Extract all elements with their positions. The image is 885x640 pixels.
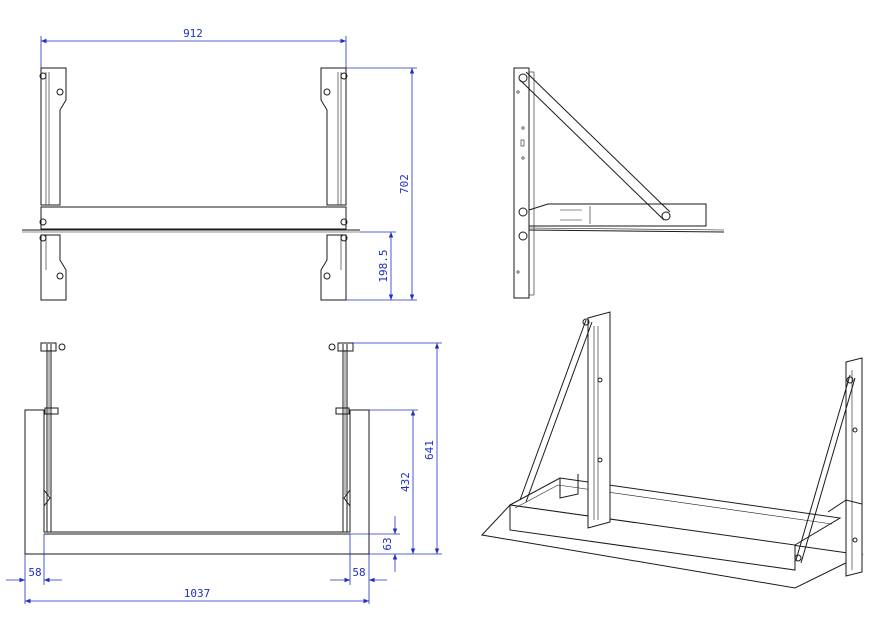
front-left-upright	[40, 67, 67, 206]
front-shelf	[40, 206, 347, 230]
top-view: 641 432 63 58 58	[6, 342, 442, 604]
bolt-icon	[518, 73, 528, 83]
iso-tray-front	[509, 504, 796, 571]
dim-label: 702	[398, 174, 411, 194]
dim-label: 432	[399, 472, 412, 492]
top-tray-outline	[24, 409, 370, 555]
dim-top-offset-right: 58	[330, 534, 387, 604]
dim-label: 641	[423, 440, 436, 460]
front-left-lower	[40, 234, 67, 301]
dim-label: 58	[28, 566, 41, 579]
iso-right-strut	[795, 374, 851, 561]
front-right-upright	[320, 67, 347, 206]
iso-right-upright	[845, 357, 863, 577]
bolt-icon	[56, 272, 64, 280]
side-bracket	[528, 203, 707, 227]
front-right-lower	[320, 234, 347, 301]
bolt-icon	[852, 537, 858, 543]
side-view	[513, 67, 725, 299]
bolt-icon	[323, 272, 331, 280]
bolt-icon	[39, 234, 47, 242]
bolt-icon	[518, 207, 528, 217]
iso-left-strut	[519, 319, 587, 501]
bolt-icon	[846, 376, 854, 384]
bolt-icon	[39, 72, 47, 80]
dim-top-lip: 63	[350, 516, 400, 572]
dim-label: 58	[352, 566, 365, 579]
isometric-view	[481, 311, 864, 589]
bolt-icon	[794, 554, 802, 562]
bolt-icon	[56, 88, 64, 96]
dim-top-depth-total: 641	[353, 342, 442, 555]
bolt-icon	[518, 231, 528, 241]
bolt-icon	[582, 318, 590, 326]
bolt-icon	[852, 427, 858, 433]
bolt-icon	[39, 218, 47, 226]
front-view: 912 702 198.5	[22, 27, 417, 301]
bolt-icon	[661, 211, 671, 221]
bolt-icon	[597, 377, 603, 383]
dim-label: 1037	[184, 587, 211, 600]
dim-top-total-width: 1037	[25, 587, 369, 604]
bolt-icon	[323, 88, 331, 96]
dim-label: 63	[381, 537, 394, 550]
bolt-icon	[328, 343, 336, 351]
bolt-icon	[340, 72, 348, 80]
dim-top-depth-inner: 432	[369, 409, 418, 554]
dim-label: 198.5	[377, 249, 390, 282]
side-strut	[525, 71, 671, 213]
bolt-icon	[597, 457, 603, 463]
side-upright	[513, 67, 530, 299]
bolt-icon	[340, 218, 348, 226]
side-shelf-lip	[528, 229, 725, 233]
bolt-icon	[58, 343, 66, 351]
bolt-icon	[340, 234, 348, 242]
dim-front-lower: 198.5	[360, 231, 396, 300]
dim-top-offset-left: 58	[6, 534, 62, 604]
dim-front-width: 912	[40, 27, 347, 68]
dim-front-height: 702	[346, 67, 417, 301]
dim-label: 912	[183, 27, 203, 40]
iso-left-upright	[587, 311, 611, 529]
